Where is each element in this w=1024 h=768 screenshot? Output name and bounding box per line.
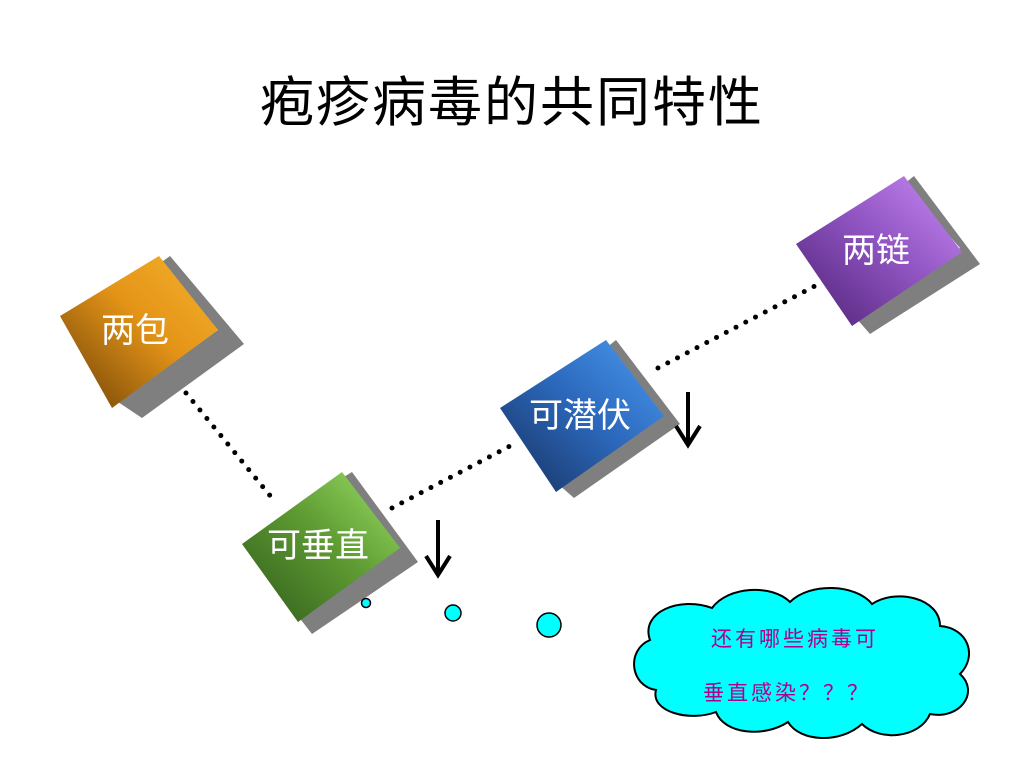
down-arrow-vertical-icon xyxy=(424,520,452,579)
box-latent: 可潜伏 xyxy=(500,340,680,498)
connector-latent-to-two-strand xyxy=(655,283,818,371)
box-face xyxy=(500,340,664,492)
box-label: 可垂直 xyxy=(267,526,369,566)
box-face xyxy=(796,176,962,326)
cloud-shape xyxy=(633,587,970,739)
box-label: 两链 xyxy=(842,231,910,271)
box-two-strand: 两链 xyxy=(796,176,980,334)
callout-line-2: 垂直感染？？？ xyxy=(703,681,871,705)
box-two-envelope: 两包 xyxy=(60,256,244,418)
down-arrow-latent-icon xyxy=(674,392,702,449)
box-face xyxy=(242,472,400,622)
connector-two-envelope-to-vertical xyxy=(183,390,275,501)
connector-vertical-to-latent xyxy=(389,442,515,511)
callout-cloud: 还有哪些病毒可 垂直感染？？？ xyxy=(633,587,970,739)
box-label: 两包 xyxy=(101,311,169,351)
box-shadow xyxy=(298,472,418,634)
box-label: 可潜伏 xyxy=(529,396,631,436)
thought-bubble-medium xyxy=(444,604,462,622)
box-vertical: 可垂直 xyxy=(242,472,418,634)
box-face xyxy=(60,256,218,408)
thought-bubble-large xyxy=(536,612,562,638)
thought-bubble-small xyxy=(360,597,372,609)
slide-title: 疱疹病毒的共同特性 xyxy=(260,71,764,134)
callout-line-1: 还有哪些病毒可 xyxy=(711,627,879,651)
